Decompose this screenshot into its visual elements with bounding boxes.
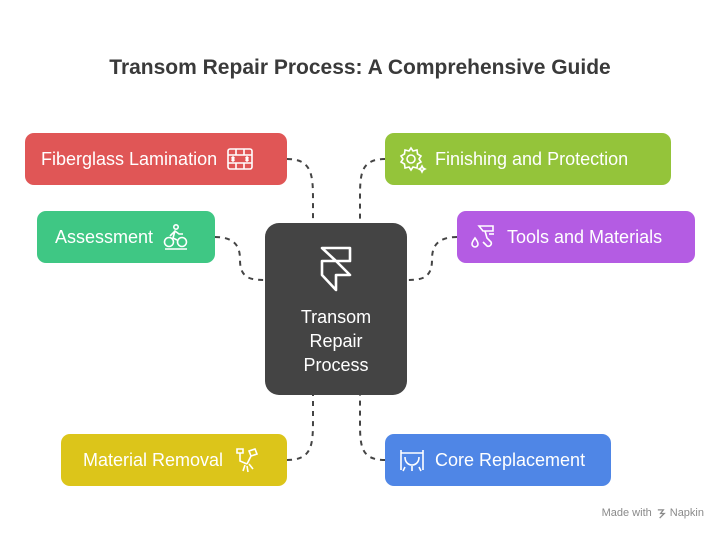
connector-core	[359, 395, 386, 461]
node-label: Tools and Materials	[507, 226, 663, 247]
connector-fiberglass	[286, 158, 314, 222]
diagram-title: Transom Repair Process: A Comprehensive …	[109, 56, 611, 79]
gear-sparkle-icon	[397, 144, 427, 174]
node-label: Core Replacement	[435, 449, 586, 470]
node-label: Fiberglass Lamination	[41, 148, 218, 169]
connector-tools	[406, 236, 458, 281]
tools-drop-icon	[469, 222, 499, 252]
central-node-label: Transom Repair Process	[300, 307, 372, 375]
napkin-logo-icon	[657, 508, 666, 519]
connector-assessment	[214, 236, 266, 281]
grid-expand-icon	[225, 144, 255, 174]
footer-made-with: Made with	[601, 507, 652, 519]
core-frame-icon	[397, 445, 427, 475]
node-assessment: Assessment	[37, 211, 215, 263]
node-label: Assessment	[55, 226, 154, 247]
footer-attribution: Made with Napkin	[602, 507, 704, 519]
connector-material	[286, 395, 314, 461]
node-tools-materials: Tools and Materials	[457, 211, 695, 263]
node-material-removal: Material Removal	[61, 434, 287, 486]
connector-finishing	[359, 158, 386, 222]
jackhammer-icon	[231, 445, 261, 475]
central-node: Transom Repair Process	[265, 223, 407, 395]
footer-brand: Napkin	[669, 507, 704, 519]
node-label: Finishing and Protection	[435, 148, 629, 169]
framer-logo-icon	[320, 246, 352, 292]
node-label: Material Removal	[83, 449, 224, 470]
node-fiberglass-lamination: Fiberglass Lamination	[25, 133, 287, 185]
cyclist-search-icon	[161, 222, 191, 252]
node-finishing-protection: Finishing and Protection	[385, 133, 671, 185]
node-core-replacement: Core Replacement	[385, 434, 611, 486]
